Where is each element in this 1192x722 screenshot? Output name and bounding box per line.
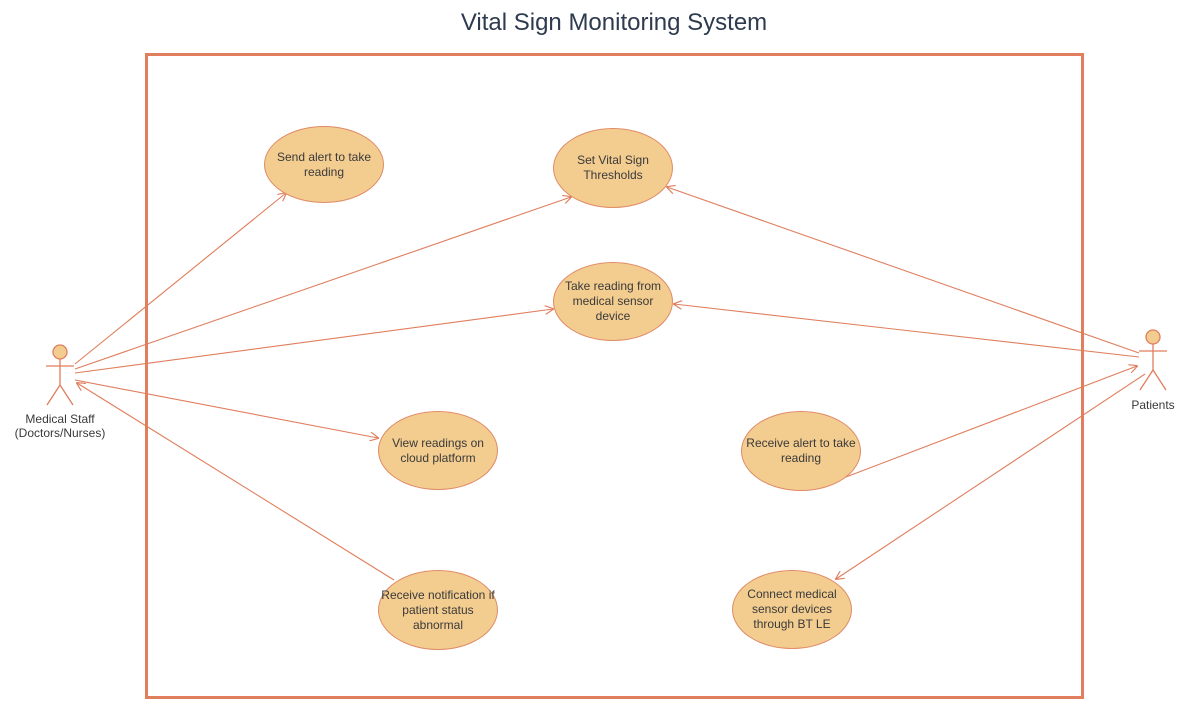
medical-staff-label-line2: (Doctors/Nurses) bbox=[14, 426, 106, 440]
association-notification-staff bbox=[77, 383, 395, 581]
use-case-receive-alert[interactable]: Receive alert to take reading bbox=[741, 411, 861, 491]
use-case-view-readings[interactable]: View readings on cloud platform bbox=[378, 411, 498, 490]
association-patients-set-thresholds bbox=[667, 187, 1140, 354]
medical-staff-label-line1: Medical Staff bbox=[25, 412, 95, 426]
use-case-set-thresholds-label: Set Vital Sign Thresholds bbox=[577, 153, 649, 182]
association-staff-set-thresholds bbox=[74, 197, 571, 370]
diagram-title: Vital Sign Monitoring System bbox=[460, 9, 768, 36]
use-case-receive-alert-label: Receive alert to take reading bbox=[746, 436, 856, 465]
use-case-take-reading[interactable]: Take reading from medical sensor device bbox=[553, 262, 673, 341]
medical-staff-actor-icon bbox=[46, 344, 74, 406]
use-case-receive-notification-label: Receive notification if patient status a… bbox=[381, 587, 495, 632]
use-case-send-alert[interactable]: Send alert to take reading bbox=[264, 126, 384, 203]
patients-actor-icon bbox=[1139, 329, 1167, 391]
use-case-connect-devices-label: Connect medical sensor devices through B… bbox=[747, 587, 837, 631]
association-patients-take-reading bbox=[674, 304, 1140, 358]
use-case-receive-notification[interactable]: Receive notification if patient status a… bbox=[378, 570, 498, 650]
use-case-view-readings-label: View readings on cloud platform bbox=[392, 435, 484, 465]
patients-label: Patients bbox=[1123, 398, 1183, 412]
use-case-set-thresholds[interactable]: Set Vital Sign Thresholds bbox=[553, 128, 673, 208]
association-receive-alert-patients bbox=[845, 366, 1137, 478]
association-staff-view-readings bbox=[74, 379, 378, 438]
association-staff-send-alert bbox=[74, 193, 286, 365]
use-case-take-reading-label: Take reading from medical sensor device bbox=[564, 279, 662, 323]
patients-label-text: Patients bbox=[1131, 398, 1175, 412]
association-staff-take-reading bbox=[74, 309, 553, 374]
medical-staff-label: Medical Staff (Doctors/Nurses) bbox=[5, 412, 115, 440]
use-case-send-alert-label: Send alert to take reading bbox=[276, 149, 372, 179]
use-case-connect-devices[interactable]: Connect medical sensor devices through B… bbox=[732, 570, 852, 649]
system-boundary bbox=[145, 53, 1084, 699]
association-patients-connect-devices bbox=[836, 373, 1146, 579]
